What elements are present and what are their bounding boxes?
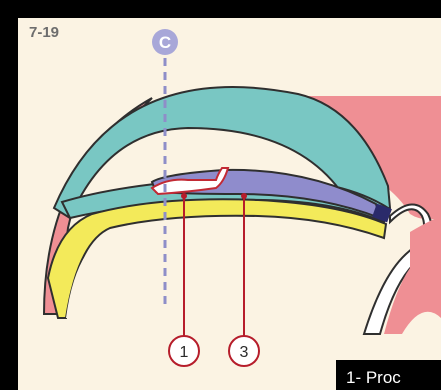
caption-box: 1- Proc bbox=[336, 360, 441, 390]
caption-text: 1- Proc bbox=[346, 368, 401, 388]
diagram-canvas: C 1 3 bbox=[18, 18, 441, 390]
embryo-diagram: C 1 3 7-19 bbox=[18, 18, 441, 390]
callout-number-1: 1 bbox=[180, 344, 189, 361]
figure-number: 7-19 bbox=[29, 24, 59, 41]
callout-number-3: 3 bbox=[240, 344, 249, 361]
section-marker-label: C bbox=[159, 33, 171, 52]
callout-anchor-3 bbox=[241, 193, 247, 199]
callout-anchor-1 bbox=[181, 193, 187, 199]
